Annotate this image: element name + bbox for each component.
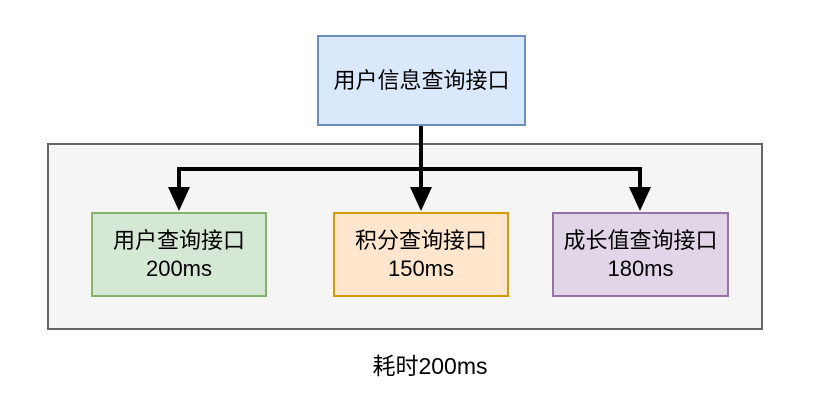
child-node-label: 积分查询接口 [354, 227, 487, 253]
child-node-time: 180ms [607, 255, 674, 281]
child-node-time: 150ms [387, 255, 455, 281]
child-node-time: 200ms [145, 255, 213, 281]
root-node: 用户信息查询接口 [317, 35, 526, 126]
child-node-growth-query: 成长值查询接口 180ms [552, 212, 729, 297]
child-node-points-query: 积分查询接口 150ms [333, 212, 509, 297]
child-node-label: 用户查询接口 [112, 227, 245, 253]
root-node-label: 用户信息查询接口 [333, 67, 510, 93]
child-node-label: 成长值查询接口 [563, 227, 718, 253]
child-node-user-query: 用户查询接口 200ms [91, 212, 267, 297]
caption: 耗时200ms [372, 353, 488, 379]
